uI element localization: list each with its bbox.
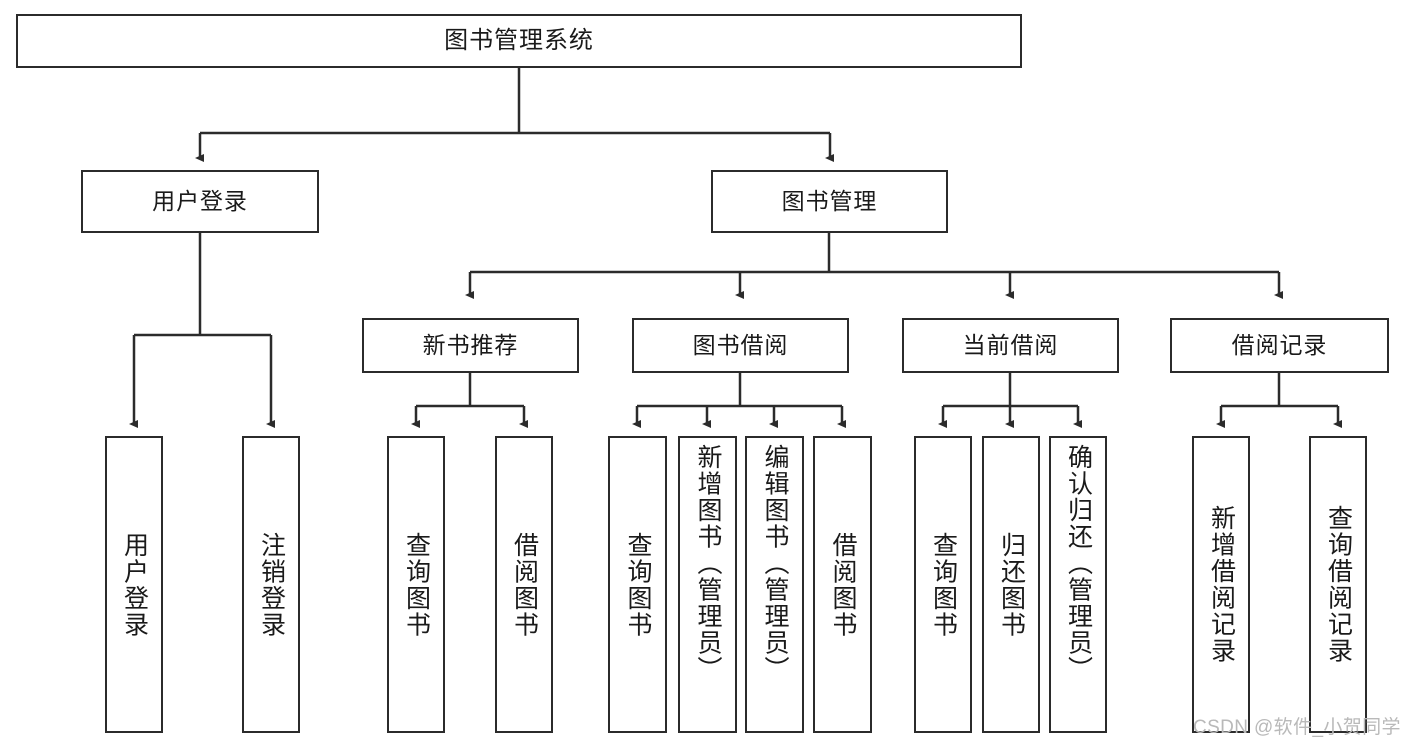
- node-label: 确认归还（管理员）: [1064, 444, 1093, 683]
- node-label: 用户登录: [152, 187, 248, 214]
- node-label: 图书管理: [781, 187, 878, 214]
- node-label: 编辑图书（管理员）: [761, 444, 789, 683]
- leaf-user-login-login[interactable]: 用户登录: [105, 436, 163, 733]
- node-current-borrow[interactable]: 当前借阅: [902, 318, 1119, 373]
- csdn-watermark: CSDN @软件_小贺同学: [1193, 717, 1401, 738]
- node-label: 图书借阅: [692, 331, 789, 358]
- node-label: 借阅图书: [510, 531, 539, 638]
- node-label: 用户登录: [120, 531, 149, 638]
- node-user-login[interactable]: 用户登录: [81, 170, 319, 233]
- node-new-book-recommend[interactable]: 新书推荐: [362, 318, 579, 373]
- node-label: 归还图书: [997, 531, 1026, 638]
- leaf-current-borrow-query[interactable]: 查询图书: [914, 436, 972, 733]
- node-label: 图书管理系统: [444, 26, 594, 54]
- node-borrow-record[interactable]: 借阅记录: [1170, 318, 1389, 373]
- leaf-book-borrow-add[interactable]: 新增图书（管理员）: [678, 436, 737, 733]
- node-label: 当前借阅: [962, 331, 1059, 358]
- node-label: 查询图书: [929, 531, 958, 638]
- node-label: 新书推荐: [422, 331, 519, 358]
- leaf-user-login-logout[interactable]: 注销登录: [242, 436, 300, 733]
- leaf-borrow-record-add[interactable]: 新增借阅记录: [1192, 436, 1250, 733]
- node-label: 查询图书: [624, 531, 652, 638]
- node-book-management[interactable]: 图书管理: [711, 170, 948, 233]
- node-label: 查询借阅记录: [1324, 505, 1353, 664]
- leaf-new-book-borrow[interactable]: 借阅图书: [495, 436, 553, 733]
- leaf-book-borrow-edit[interactable]: 编辑图书（管理员）: [745, 436, 804, 733]
- node-root-system[interactable]: 图书管理系统: [16, 14, 1022, 68]
- leaf-current-borrow-confirm-return[interactable]: 确认归还（管理员）: [1049, 436, 1107, 733]
- node-label: 注销登录: [257, 531, 286, 638]
- node-label: 借阅记录: [1231, 331, 1328, 358]
- leaf-new-book-query[interactable]: 查询图书: [387, 436, 445, 733]
- leaf-current-borrow-return[interactable]: 归还图书: [982, 436, 1040, 733]
- leaf-borrow-record-query[interactable]: 查询借阅记录: [1309, 436, 1367, 733]
- node-label: 新增图书（管理员）: [694, 444, 722, 683]
- leaf-book-borrow-borrow[interactable]: 借阅图书: [813, 436, 872, 733]
- node-book-borrow[interactable]: 图书借阅: [632, 318, 849, 373]
- leaf-book-borrow-query[interactable]: 查询图书: [608, 436, 667, 733]
- node-label: 新增借阅记录: [1207, 505, 1236, 664]
- node-label: 查询图书: [402, 531, 431, 638]
- node-label: 借阅图书: [829, 531, 857, 638]
